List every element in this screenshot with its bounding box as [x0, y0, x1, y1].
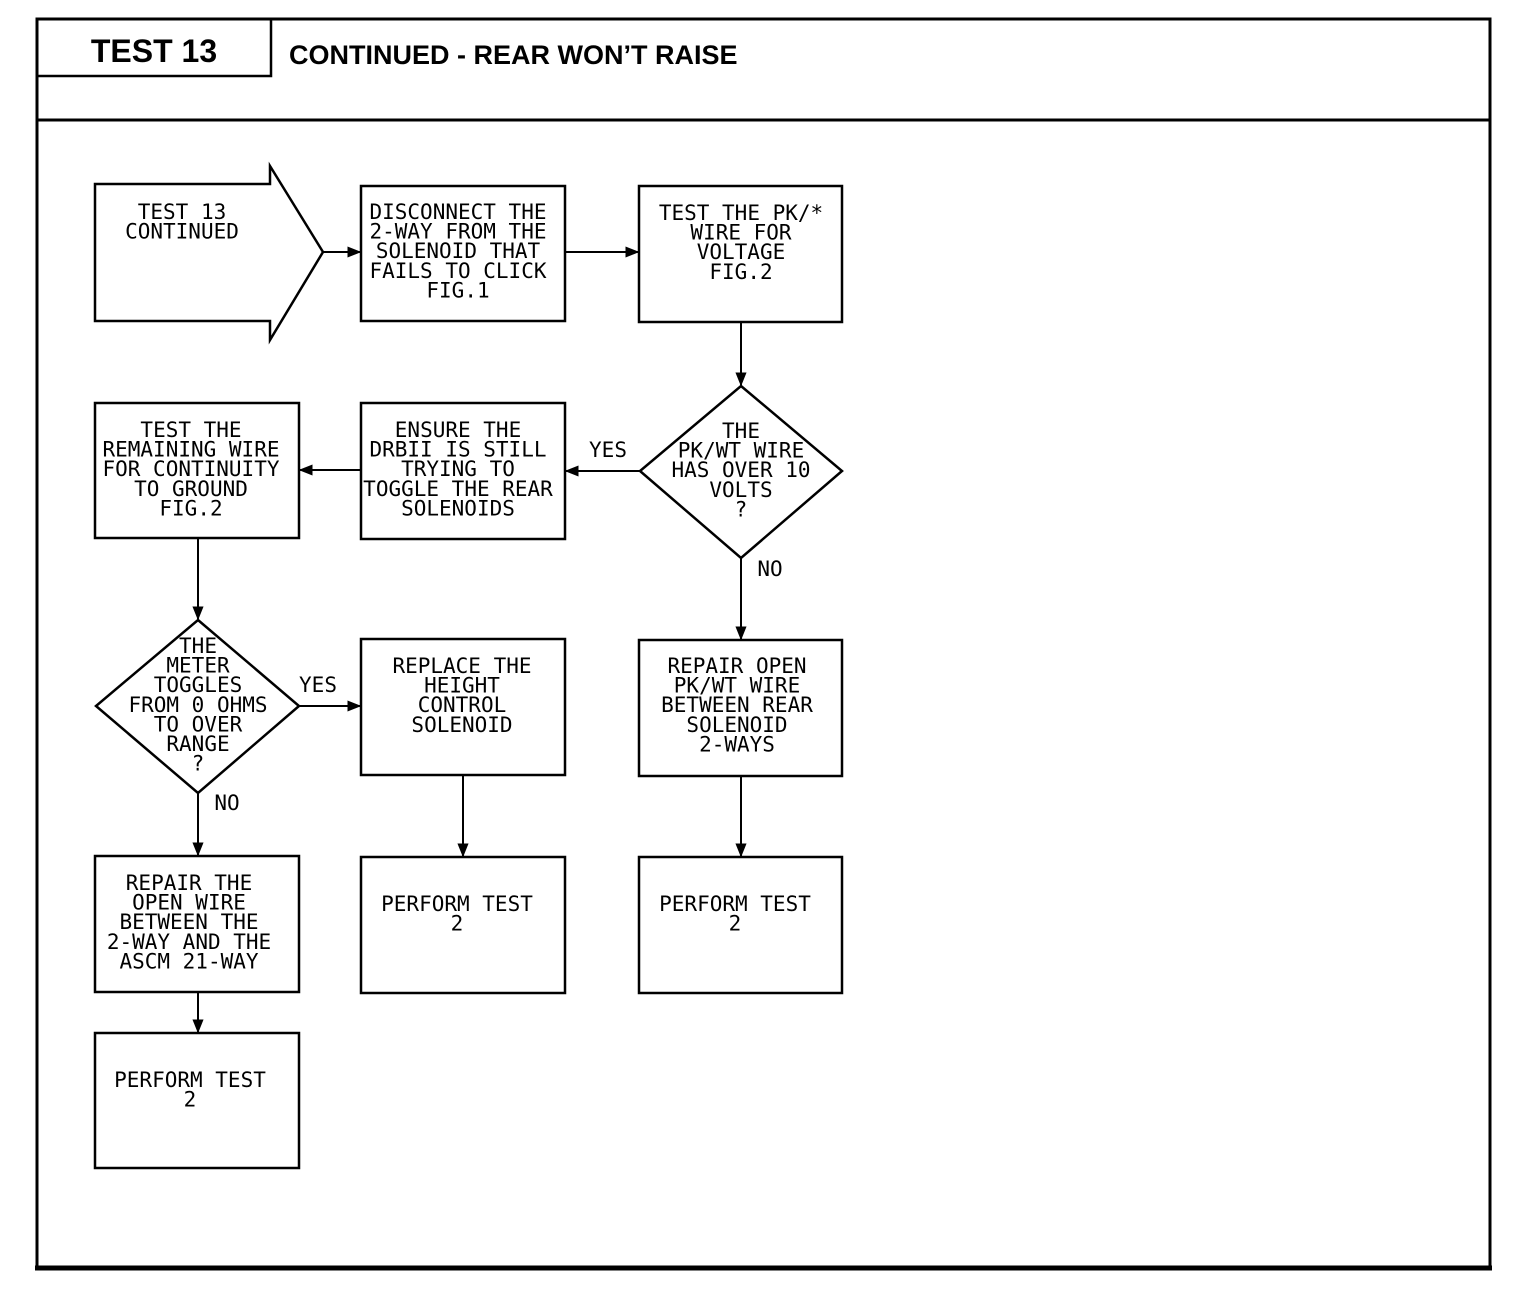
label-line: VOLTS	[709, 478, 772, 502]
label-line: FAILS TO CLICK	[369, 259, 546, 283]
label-line: TRYING TO	[401, 457, 515, 481]
label-line: OPEN WIRE	[132, 891, 246, 915]
label-line: REPAIR THE	[126, 871, 252, 895]
test-label-box	[35, 17, 273, 78]
label-line: TOGGLES	[154, 673, 243, 697]
label-line: VOLTAGE	[697, 240, 786, 264]
label-line: SOLENOID THAT	[376, 239, 541, 263]
label-line: CONTROL	[418, 693, 507, 717]
label-line: PERFORM TEST	[659, 892, 811, 916]
start-arrow	[93, 161, 325, 345]
label-line: TOGGLE THE REAR	[363, 477, 553, 501]
label-line: REPLACE THE	[392, 654, 531, 678]
label-line: TEST THE PK/*	[659, 201, 823, 225]
label-line: DISCONNECT THE	[369, 200, 546, 224]
label-line: SOLENOID	[686, 713, 787, 737]
label-line: TO OVER	[154, 712, 243, 736]
label-line: HEIGHT	[424, 674, 500, 698]
test-label: TEST 13	[91, 33, 217, 69]
label-line: PERFORM TEST	[381, 892, 533, 916]
edge-label-voltage-no: NO	[757, 557, 782, 581]
label-line: 2	[729, 912, 742, 936]
label-line: RANGE	[166, 732, 229, 756]
ensure-drbii-box	[359, 401, 567, 541]
edge-label-voltage-yes: YES	[589, 438, 627, 462]
label-line: 2-WAYS	[699, 732, 775, 756]
edge-label-meter-yes: YES	[299, 673, 337, 697]
label-line: DRBII IS STILL	[369, 438, 546, 462]
label-line: FIG.2	[709, 260, 772, 284]
label-line: PK/WT WIRE	[678, 439, 804, 463]
label-line: HAS OVER 10	[671, 458, 810, 482]
label-line: 2-WAY AND THE	[107, 930, 271, 954]
page-title: CONTINUED - REAR WON’T RAISE	[289, 40, 738, 70]
label-line: SOLENOID	[411, 713, 512, 737]
label-line: TEST 13	[138, 200, 227, 224]
label-line: FROM 0 OHMS	[128, 693, 267, 717]
disconnect-box	[359, 184, 567, 323]
label-line: FOR CONTINUITY	[102, 457, 279, 481]
label-line: 2	[451, 912, 464, 936]
perform-test-box-middle	[359, 855, 567, 995]
label-line: FIG.1	[426, 278, 489, 302]
perform-test-box-right	[637, 855, 844, 995]
label-line: METER	[166, 654, 230, 678]
label-line: PK/WT WIRE	[674, 674, 800, 698]
label-line: 2-WAY FROM THE	[369, 220, 546, 244]
label-line: REMAINING WIRE	[102, 438, 279, 462]
label-line: THE	[179, 634, 217, 658]
test-pk-box	[637, 184, 844, 324]
label-line: ENSURE THE	[395, 418, 521, 442]
label-line: THE	[722, 419, 760, 443]
label-line: REPAIR OPEN	[667, 654, 806, 678]
label-line: 2	[184, 1088, 197, 1112]
label-line: BETWEEN THE	[119, 910, 258, 934]
label-line: PERFORM TEST	[114, 1068, 266, 1092]
edge-label-meter-no: NO	[214, 791, 239, 815]
label-line: TO GROUND	[134, 477, 248, 501]
repair-pk-box	[637, 638, 844, 778]
label-line: TEST THE	[140, 418, 241, 442]
label-line: SOLENOIDS	[401, 496, 515, 520]
label-line: ?	[192, 752, 205, 776]
perform-test-box-left	[93, 1031, 301, 1170]
label-line: CONTINUED	[125, 220, 239, 244]
label-line: ASCM 21-WAY	[119, 949, 258, 973]
label-line: WIRE FOR	[690, 221, 792, 245]
label-line: BETWEEN REAR	[661, 693, 813, 717]
label-line: ?	[735, 497, 748, 521]
label-line: FIG.2	[159, 496, 222, 520]
